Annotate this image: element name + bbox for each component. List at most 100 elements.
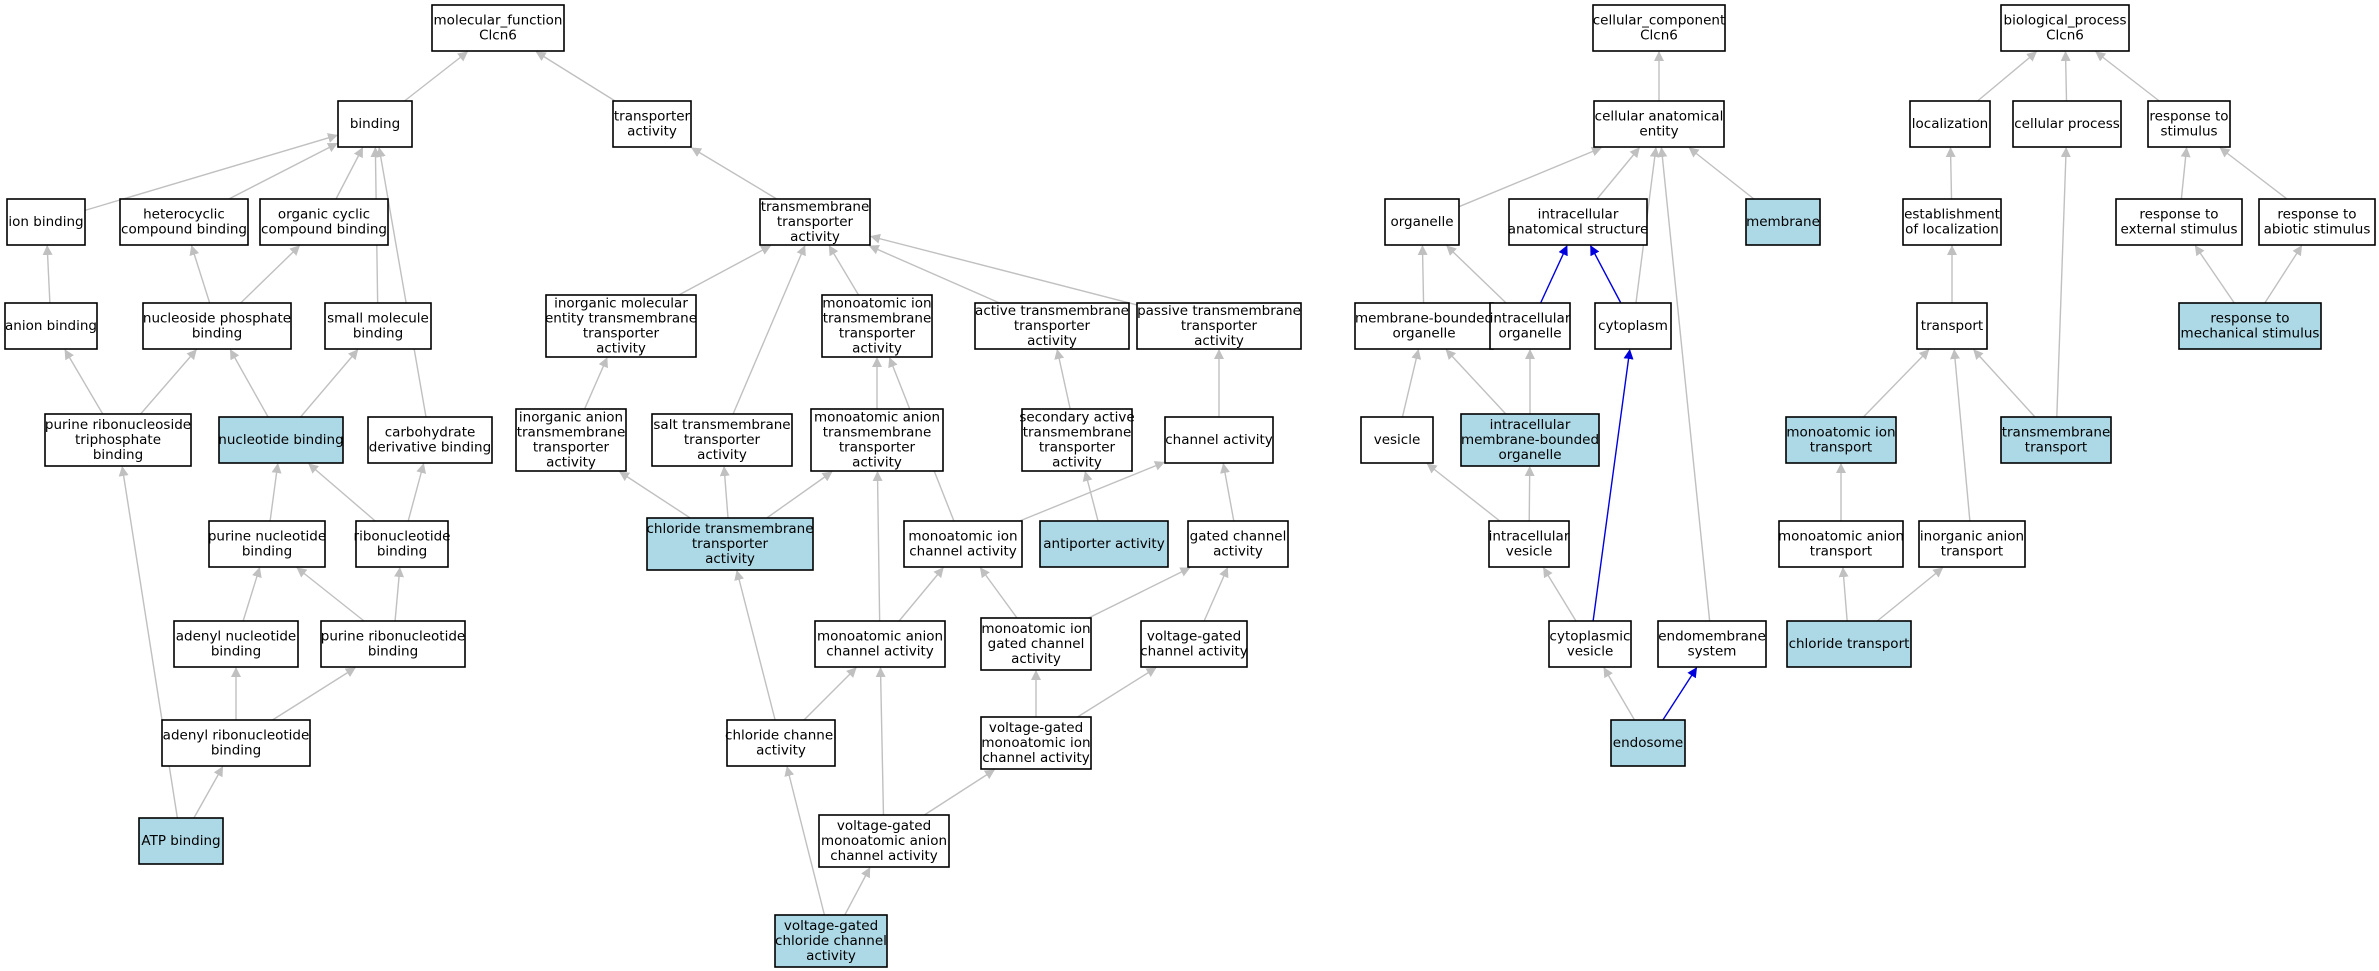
term-label-line: monoatomic ion	[981, 621, 1090, 637]
term-node-endosome[interactable]: endosome	[1610, 719, 1686, 767]
term-label-line: binding	[211, 743, 261, 759]
term-node-inorg_anion_tmt[interactable]: inorganic aniontransmembranetransportera…	[515, 408, 627, 472]
term-box	[759, 198, 871, 246]
term-node-cytoplasm[interactable]: cytoplasm	[1594, 302, 1672, 350]
term-node-atp[interactable]: ATP binding	[138, 817, 224, 865]
term-label-line: chloride transmembrane	[646, 521, 813, 537]
term-node-transport[interactable]: transport	[1916, 302, 1988, 350]
term-node-cellproc[interactable]: cellular process	[2012, 100, 2122, 148]
term-label-line: external stimulus	[2121, 222, 2238, 238]
term-label-line: transporter	[533, 440, 610, 456]
term-node-monoanion_tmt[interactable]: monoatomic aniontransmembranetransporter…	[810, 408, 944, 472]
term-node-antiporter[interactable]: antiporter activity	[1039, 520, 1169, 568]
term-label-line: cellular process	[2014, 116, 2120, 132]
edge-chloride_tmt-to-inorg_anion_tmt	[619, 471, 691, 519]
term-label-line: transport	[1810, 440, 1872, 456]
term-box	[2258, 198, 2376, 246]
term-node-chloride_transport[interactable]: chloride transport	[1786, 620, 1912, 668]
term-node-membrane[interactable]: membrane	[1745, 198, 1821, 246]
term-label-line: intracellular	[1489, 529, 1570, 545]
term-box	[545, 294, 697, 358]
edge-purnuc-to-nucbind	[269, 463, 282, 522]
term-node-monoion_tmt[interactable]: monoatomic iontransmembranetransporterac…	[821, 294, 933, 358]
term-label-line: of localization	[1905, 222, 1999, 238]
term-label-line: vesicle	[1506, 544, 1553, 560]
term-label-line: voltage-gated	[837, 818, 931, 834]
term-box	[1592, 4, 1726, 52]
edge-purribo_tri-to-anion	[64, 349, 104, 415]
term-box	[1610, 719, 1686, 767]
term-node-localization[interactable]: localization	[1909, 100, 1991, 148]
edge-endosome-to-endomem	[1662, 667, 1698, 721]
term-box	[1745, 198, 1821, 246]
term-node-ionbind[interactable]: ion binding	[6, 198, 86, 246]
term-label-line: monoatomic ion	[981, 735, 1090, 751]
term-box	[1136, 302, 1302, 350]
edge-atp-to-adenyl_ribo	[193, 766, 224, 819]
edge-layer	[42, 51, 2303, 916]
term-label-line: transmembrane	[823, 425, 932, 441]
term-label-line: membrane	[1746, 214, 1820, 230]
term-node-secactive[interactable]: secondary activetransmembranetransporter…	[1019, 408, 1135, 472]
term-node-organelle[interactable]: organelle	[1384, 198, 1460, 246]
edge-vesicle-to-mbo	[1401, 349, 1422, 418]
term-node-nucbind[interactable]: nucleotide binding	[218, 416, 344, 464]
term-node-chloride_tmt[interactable]: chloride transmembranetransporteractivit…	[646, 517, 814, 571]
term-node-anion[interactable]: anion binding	[4, 302, 98, 350]
term-node-binding[interactable]: binding	[337, 100, 413, 148]
term-label-line: salt transmembrane	[653, 417, 790, 433]
term-label-line: activity	[1213, 544, 1263, 560]
term-label-line: organic cyclic	[278, 207, 370, 223]
edge-endomem-to-cae	[1657, 147, 1711, 622]
term-node-channel[interactable]: channel activity	[1164, 416, 1274, 464]
term-node-vesicle[interactable]: vesicle	[1360, 416, 1434, 464]
